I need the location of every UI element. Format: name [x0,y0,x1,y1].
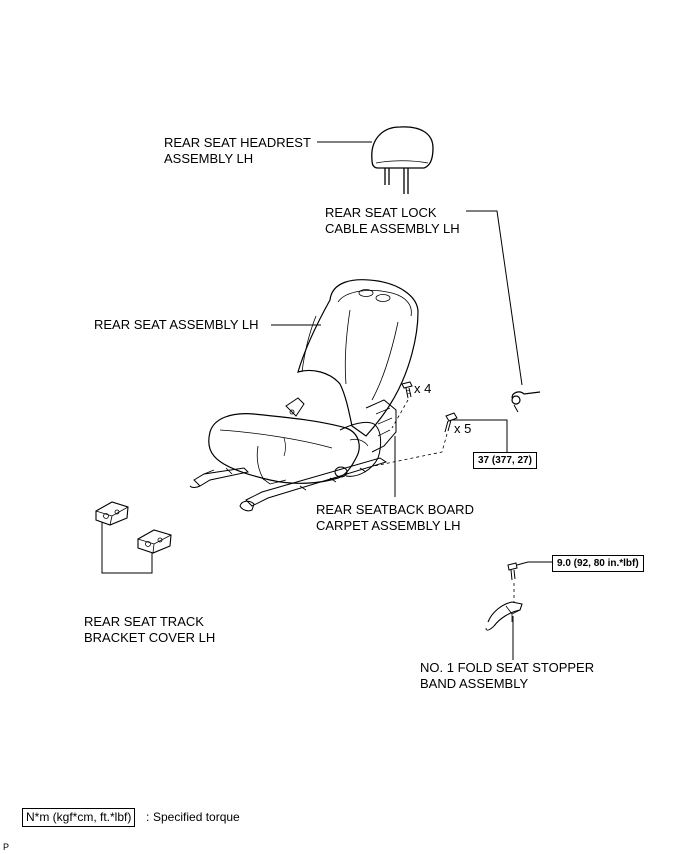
seatback-board-label-line2: CARPET ASSEMBLY LH [316,518,461,533]
quantity-x4-label: x 4 [414,381,432,396]
track-cover-label-line1: REAR SEAT TRACK [84,614,204,629]
seat-illustration [190,280,418,511]
legend-description: Specified torque [153,810,240,824]
clip-icon [445,413,457,432]
lock-cable-end [512,392,540,412]
track-cover-1 [96,502,128,525]
torque-box-seat-bolts: 37 (377, 27) [473,452,537,469]
seatback-board-label-line1: REAR SEATBACK BOARD [316,502,474,517]
stopper-band-label-line1: NO. 1 FOLD SEAT STOPPER [420,660,595,675]
leader-lock-cable [466,211,522,385]
dash-clip5 [374,434,447,466]
corner-mark: P [3,842,10,852]
seat-assembly-label: REAR SEAT ASSEMBLY LH [94,317,259,332]
track-cover-label-line2: BRACKET COVER LH [84,630,216,645]
headrest-label-line2: ASSEMBLY LH [164,151,254,166]
lock-cable-label-line2: CABLE ASSEMBLY LH [325,221,460,236]
leader-track-cover [102,522,152,573]
torque-box-stopper-bolt: 9.0 (92, 80 in.*lbf) [552,555,644,572]
dash-bolt4 [392,400,408,428]
stopper-band-illustration [486,602,522,630]
headrest-illustration [372,127,433,194]
stopper-band-label-line2: BAND ASSEMBLY [420,676,529,691]
bolt-icon [402,382,412,398]
leader-torque-37 [452,420,507,452]
lock-cable-label-line1: REAR SEAT LOCK [325,205,437,220]
quantity-x5-label: x 5 [454,421,472,436]
leader-torque-9 [517,562,552,565]
legend-torque-box: N*m (kgf*cm, ft.*lbf) [22,808,136,827]
stopper-bolt-icon [508,563,517,580]
legend-separator: : [146,810,150,824]
headrest-label-line1: REAR SEAT HEADREST [164,135,311,150]
track-cover-2 [138,530,171,553]
